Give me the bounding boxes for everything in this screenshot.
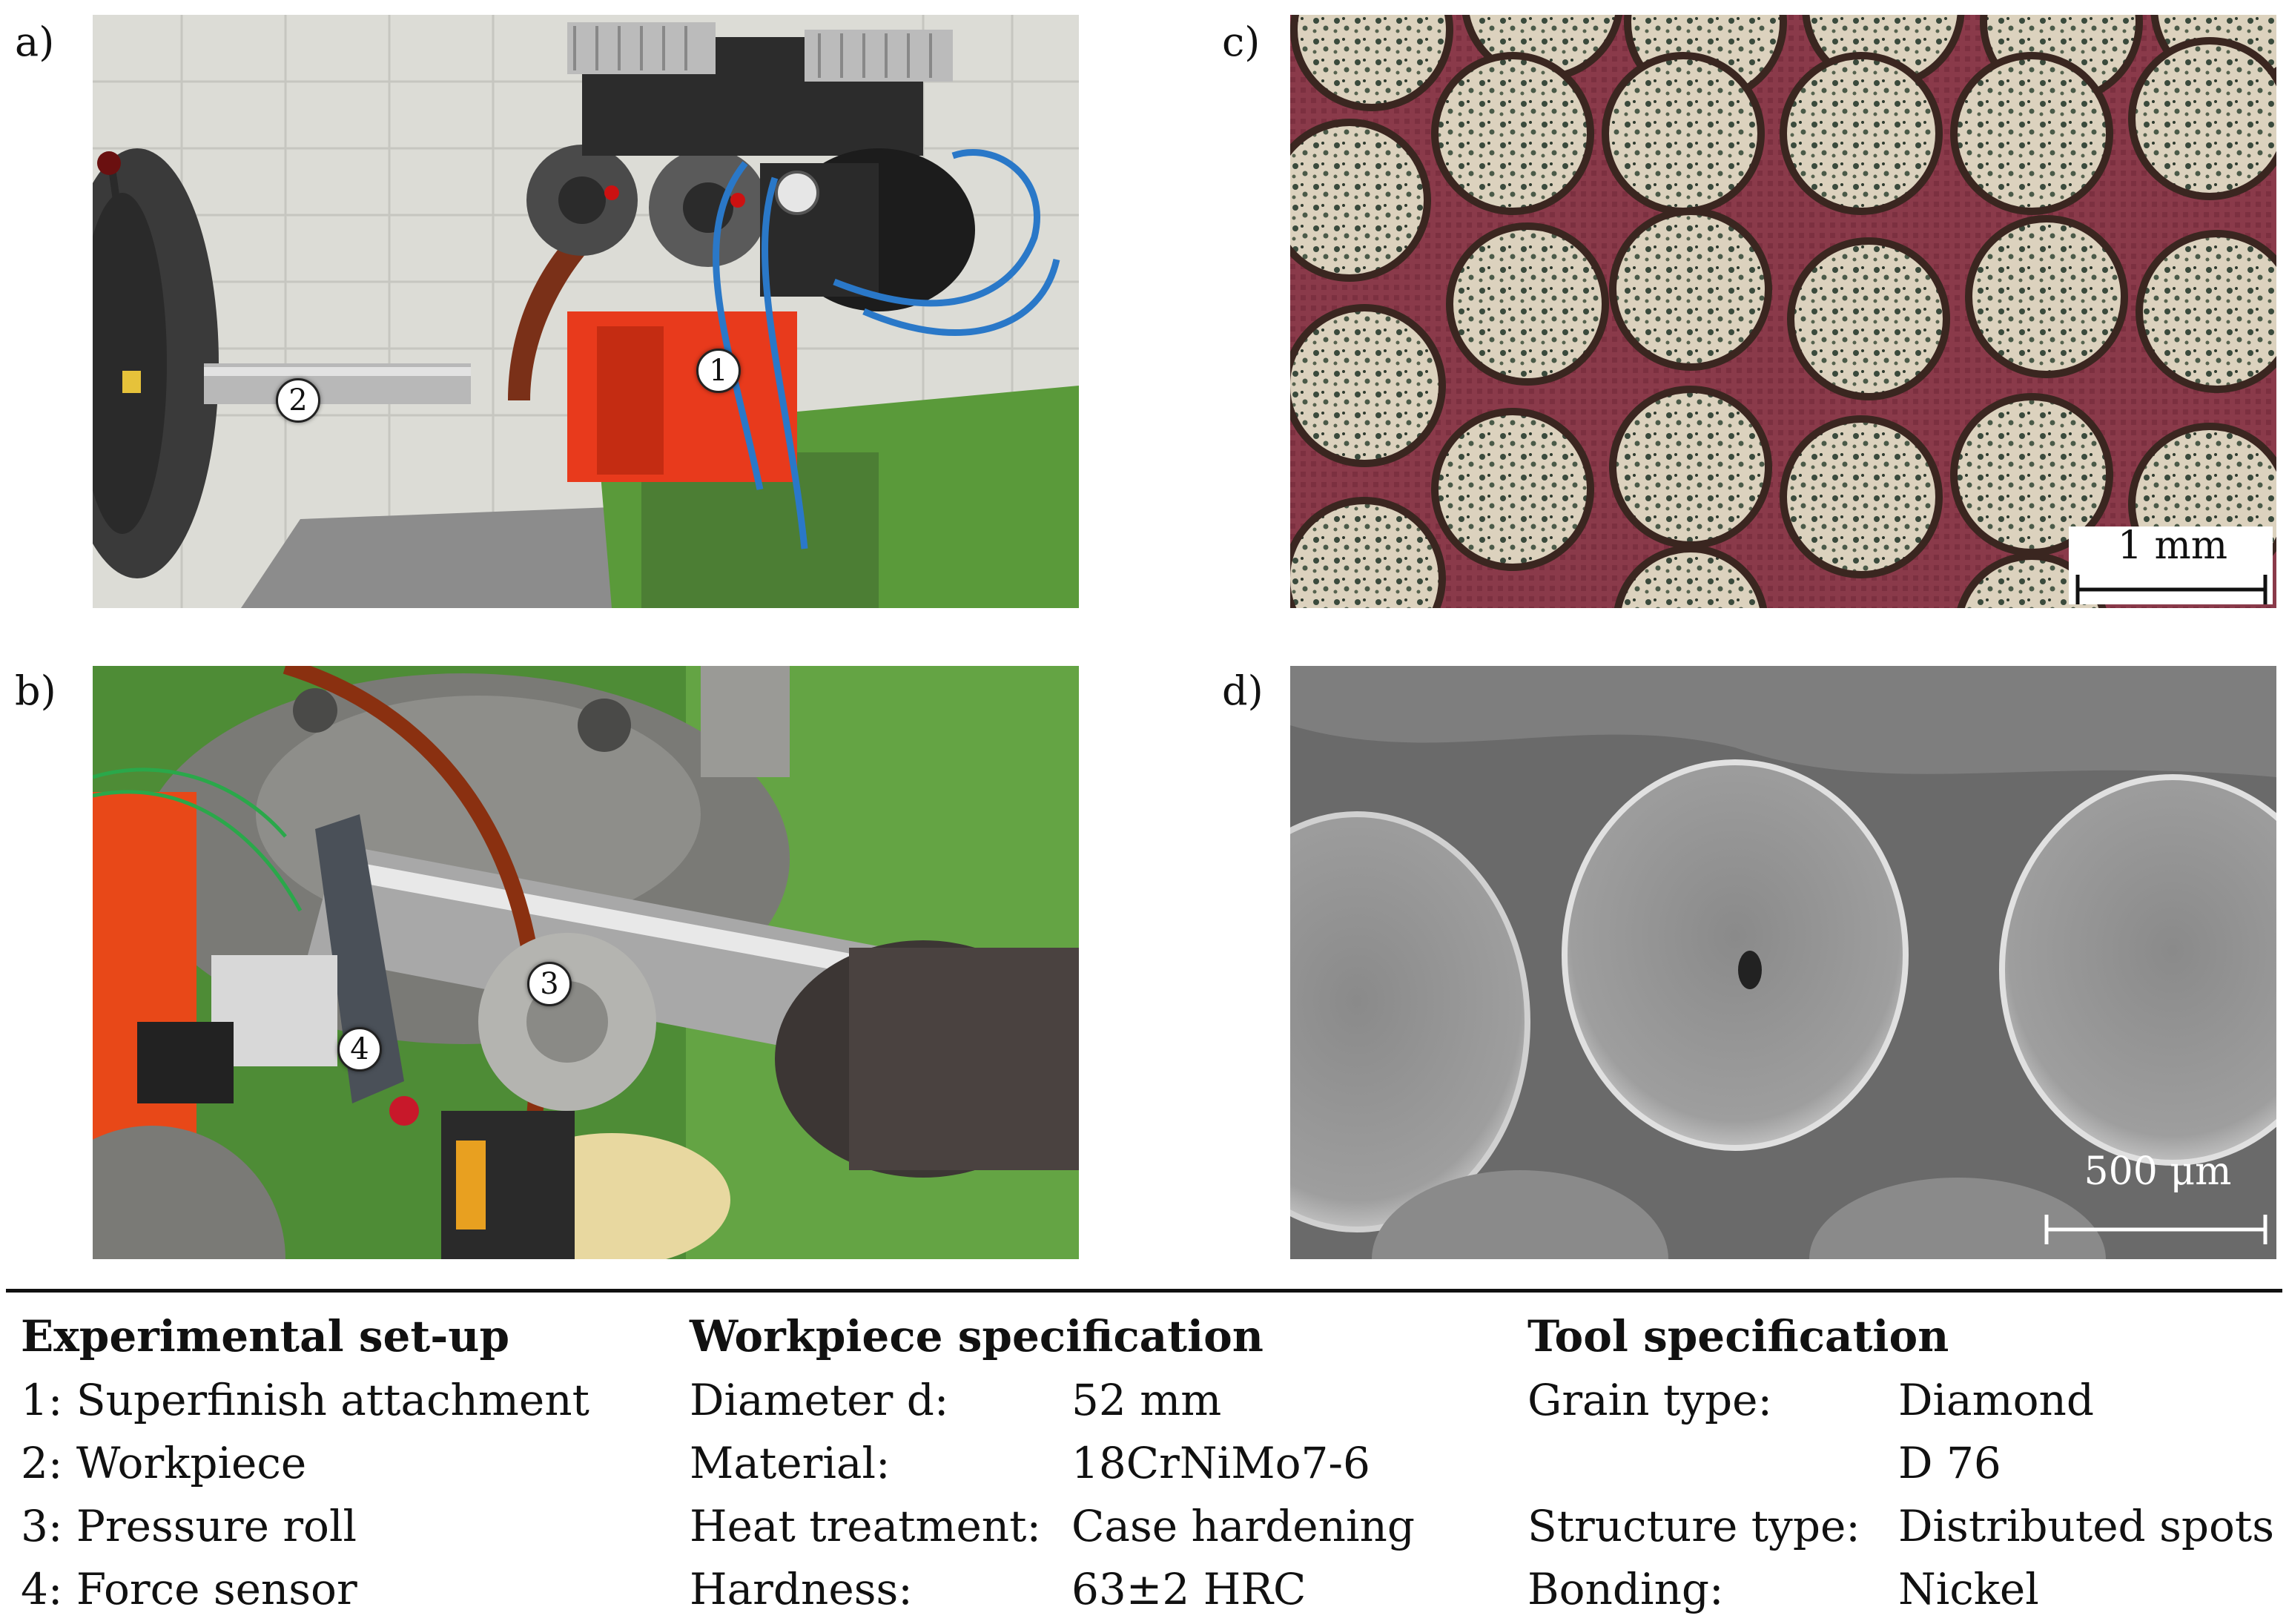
photo-superfinish-setup	[93, 15, 1079, 608]
panel-a-label: a)	[15, 19, 55, 65]
workpiece-row: Diameter d: 52 mm	[690, 1369, 1468, 1432]
setup-item: 2: Workpiece	[21, 1432, 673, 1495]
spec-key: Grain type:	[1527, 1374, 1773, 1425]
photo-pressure-roll-closeup	[93, 666, 1079, 1259]
scale-label-1mm: 1 mm	[2117, 524, 2228, 568]
spec-key: Material:	[690, 1437, 891, 1488]
sem-image-tool-spots	[1290, 666, 2276, 1259]
closeup-photo-illustration	[93, 666, 1079, 1259]
setup-item-label: 4: Force sensor	[21, 1563, 357, 1614]
spec-value: 18CrNiMo7-6	[1071, 1437, 1370, 1488]
setup-legend: Experimental set-up 1: Superfinish attac…	[21, 1311, 673, 1621]
workpiece-title: Workpiece specification	[690, 1311, 1264, 1361]
sem-illustration	[1290, 666, 2276, 1259]
workpiece-row: Material: 18CrNiMo7-6	[690, 1432, 1468, 1495]
setup-title: Experimental set-up	[21, 1311, 510, 1361]
marker-1-superfinish-attachment: 1	[696, 349, 741, 393]
spec-key: Diameter d:	[690, 1374, 949, 1425]
panel-d-label: d)	[1222, 667, 1264, 714]
spec-value: Case hardening	[1071, 1500, 1415, 1551]
spec-key: Heat treatment:	[690, 1500, 1041, 1551]
tool-title: Tool specification	[1527, 1311, 1949, 1361]
spec-value: D 76	[1898, 1437, 2001, 1488]
setup-item-label: 1: Superfinish attachment	[21, 1374, 589, 1425]
spec-value: Nickel	[1898, 1563, 2039, 1614]
workpiece-row: Hardness: 63±2 HRC	[690, 1558, 1468, 1621]
spec-key: Structure type:	[1527, 1500, 1860, 1551]
spec-value: Distributed spots	[1898, 1500, 2274, 1551]
panel-c-label: c)	[1222, 19, 1261, 65]
setup-item: 3: Pressure roll	[21, 1495, 673, 1558]
workpiece-spec: Workpiece specification Diameter d: 52 mm…	[690, 1311, 1468, 1621]
spec-key: Bonding:	[1527, 1563, 1724, 1614]
marker-3-pressure-roll: 3	[527, 962, 572, 1006]
panel-b-label: b)	[15, 667, 56, 714]
micrograph-tool-spots	[1290, 15, 2276, 608]
setup-photo-illustration	[93, 15, 1079, 608]
spec-value: 52 mm	[1071, 1374, 1222, 1425]
marker-2-workpiece: 2	[276, 378, 320, 423]
tool-row: Bonding: Nickel	[1527, 1558, 2284, 1621]
scale-label-500um: 500 μm	[2084, 1149, 2232, 1194]
setup-item-label: 2: Workpiece	[21, 1437, 307, 1488]
tool-row: D 76	[1527, 1432, 2284, 1495]
setup-item-label: 3: Pressure roll	[21, 1500, 357, 1551]
spec-value: Diamond	[1898, 1374, 2095, 1425]
tool-micrograph-illustration	[1290, 15, 2276, 608]
spec-key: Hardness:	[690, 1563, 913, 1614]
section-divider	[6, 1289, 2282, 1293]
setup-item: 4: Force sensor	[21, 1558, 673, 1621]
tool-row: Grain type: Diamond	[1527, 1369, 2284, 1432]
marker-4-force-sensor: 4	[337, 1027, 382, 1072]
workpiece-row: Heat treatment: Case hardening	[690, 1495, 1468, 1558]
setup-item: 1: Superfinish attachment	[21, 1369, 673, 1432]
tool-spec: Tool specification Grain type: Diamond D …	[1527, 1311, 2284, 1621]
tool-row: Structure type: Distributed spots	[1527, 1495, 2284, 1558]
spec-value: 63±2 HRC	[1071, 1563, 1307, 1614]
